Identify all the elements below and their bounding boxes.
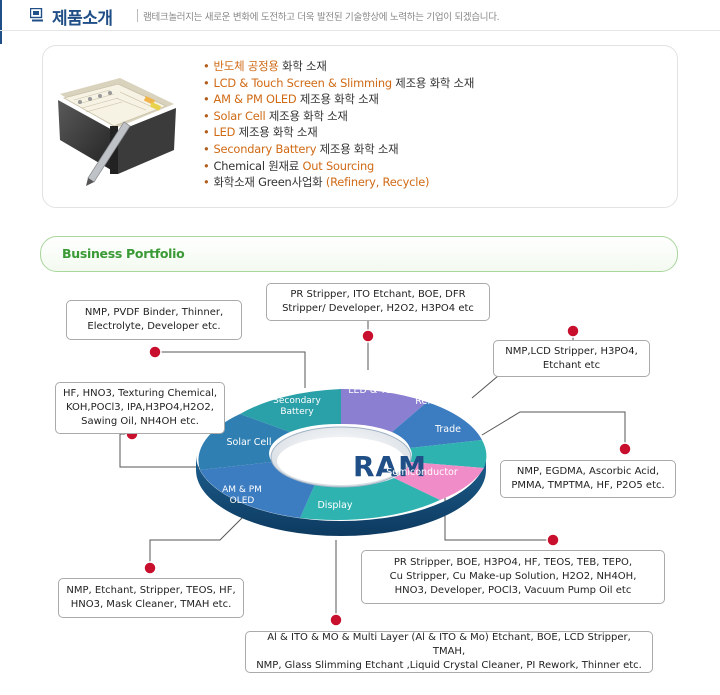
business-portfolio-title: Business Portfolio (62, 246, 185, 261)
header-divider (0, 30, 720, 31)
product-item: LCD & Touch Screen & Slimming 제조용 화학 소재 (203, 75, 475, 92)
segment-label-solar-cell: Solar Cell (226, 437, 272, 448)
segment-label-secondary-battery: Secondary Battery (273, 396, 321, 417)
callout-led-tsp: PR Stripper, ITO Etchant, BOE, DFR Strip… (266, 283, 490, 321)
center-label: RAM (352, 450, 428, 483)
segment-label-refinery: Refinery (415, 396, 455, 407)
product-item: Secondary Battery 제조용 화학 소재 (203, 141, 474, 158)
left-accent-bar (0, 0, 2, 44)
callout-refinery: NMP,LCD Stripper, H3PO4, Etchant etc (493, 340, 650, 377)
product-list: 반도체 공정용 화학 소재 LCD & Touch Screen & Slimm… (203, 58, 475, 191)
product-item: 화학소재 Green사업화 (Refinery, Recycle) (203, 174, 474, 191)
segment-label-led-tsp: LED & TSP (348, 385, 398, 396)
product-item: Solar Cell 제조용 화학 소재 (203, 108, 474, 125)
callout-am-pm-oled: NMP, Etchant, Stripper, TEOS, HF, HNO3, … (58, 578, 244, 618)
segment-refinery (392, 402, 482, 448)
product-item: 반도체 공정용 화학 소재 (203, 58, 474, 75)
title-separator (137, 9, 138, 22)
segment-label-am-pm-oled: AM & PM OLED (222, 485, 262, 506)
product-item: AM & PM OLED 제조용 화학 소재 (203, 91, 474, 108)
segment-secondary-battery (240, 389, 341, 432)
callout-secondary-battery: NMP, PVDF Binder, Thinner, Electrolyte, … (66, 300, 242, 340)
segment-display (300, 478, 440, 521)
callout-trade: NMP, EGDMA, Ascorbic Acid, PMMA, TMPTMA,… (500, 460, 676, 498)
segment-led-tsp (341, 389, 427, 432)
pen-icon (86, 121, 131, 186)
segment-trade (410, 440, 487, 468)
square-bullet-icon (30, 8, 43, 22)
callout-solar-cell: HF, HNO3, Texturing Chemical, KOH,POCl3,… (55, 382, 225, 434)
segment-label-trade: Trade (434, 424, 461, 435)
page-title: 제품소개 (52, 9, 113, 29)
segment-semiconductor (394, 462, 484, 500)
callout-display: Al & ITO & MO & Multi Layer (Al & ITO & … (245, 631, 653, 673)
callout-semiconductor: PR Stripper, BOE, H3PO4, HF, TEOS, TEB, … (361, 550, 665, 604)
page-description: 램테크놀러지는 새로운 변화에 도전하고 더욱 발전된 기술향상에 노력하는 기… (143, 12, 500, 23)
segment-label-semiconductor: Semiconductor (386, 467, 458, 478)
portfolio-diagram (119, 320, 632, 627)
segment-label-display: Display (317, 500, 353, 511)
product-item: LED 제조용 화학 소재 (203, 124, 474, 141)
business-portfolio-header (40, 236, 678, 272)
product-item: Chemical 원재료 Out Sourcing (203, 158, 474, 175)
